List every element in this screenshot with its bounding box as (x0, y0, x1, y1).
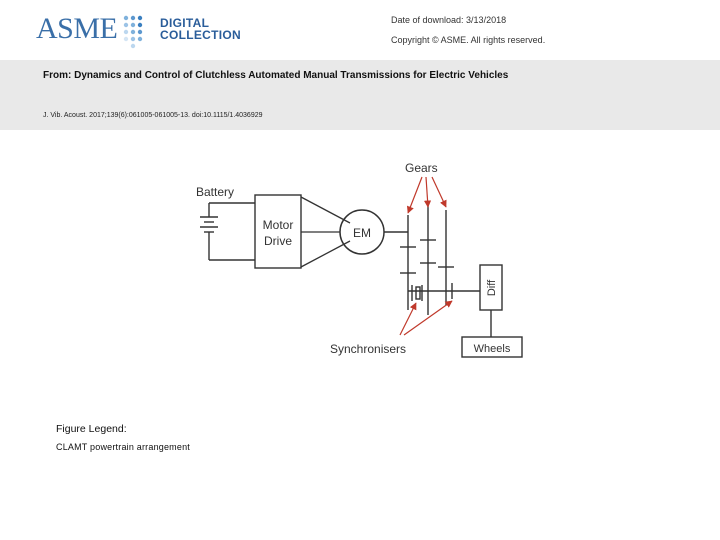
motor-label: Motor (263, 218, 294, 232)
battery-label: Battery (196, 185, 234, 199)
logo-digital-line: DIGITAL (160, 16, 210, 30)
phase-lines (300, 196, 351, 268)
figure-legend-text: CLAMT powertrain arrangement (56, 442, 190, 452)
synchronisers-label: Synchronisers (330, 342, 406, 356)
article-title[interactable]: From: Dynamics and Control of Clutchless… (43, 70, 509, 81)
diff-label: Diff (486, 279, 498, 296)
drive-label: Drive (264, 234, 292, 248)
article-citation: J. Vib. Acoust. 2017;139(6):061005-06100… (43, 112, 263, 119)
asme-logo[interactable]: ASME DIGITAL COLLECTION (36, 12, 246, 52)
gears-arrows (406, 176, 447, 214)
gears-label: Gears (405, 161, 438, 175)
logo-digital-collection: DIGITAL COLLECTION (160, 17, 241, 41)
synchronisers-arrows (399, 300, 453, 336)
gearbox (400, 205, 480, 315)
logo-text: ASME (36, 12, 118, 45)
article-info-band (0, 60, 720, 130)
figure-legend-heading: Figure Legend: (56, 423, 127, 435)
dots-icon (123, 15, 143, 49)
logo-collection-line: COLLECTION (160, 28, 241, 42)
wheels-box (461, 336, 523, 358)
copyright-notice: Copyright © ASME. All rights reserved. (391, 35, 546, 45)
download-date: Date of download: 3/13/2018 (391, 15, 507, 25)
powertrain-diagram: Battery Motor Drive EM (196, 161, 523, 358)
em-label: EM (353, 226, 371, 240)
header: ASME DIGITAL COLLECTION Date of download… (0, 0, 720, 60)
battery-icon (200, 202, 255, 261)
wheels-label: Wheels (474, 343, 511, 355)
